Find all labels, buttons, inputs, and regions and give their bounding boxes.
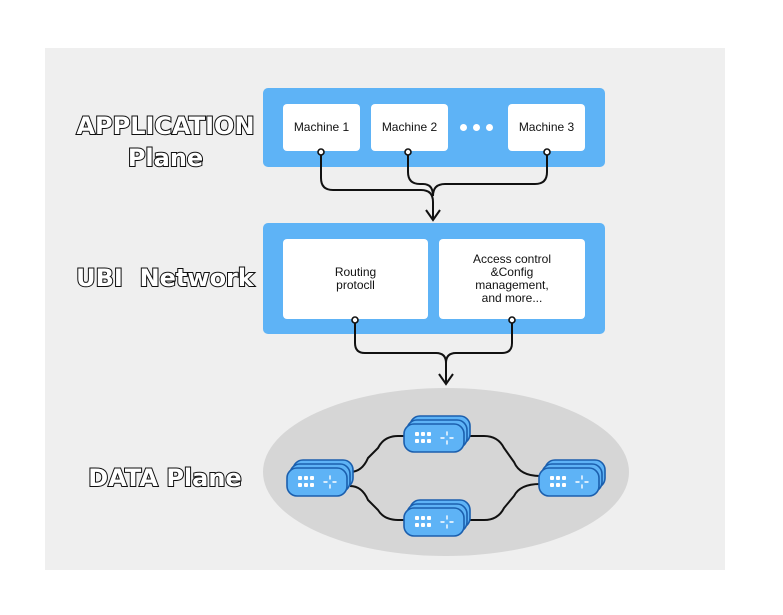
machine-3-card[interactable]: Machine 3 bbox=[508, 104, 585, 151]
machine-3-label: Machine 3 bbox=[518, 120, 575, 134]
access-control-label: Access control &Config management, and m… bbox=[472, 252, 552, 305]
app-to-network-wires bbox=[320, 152, 548, 222]
network-to-data-wires bbox=[354, 320, 513, 386]
application-plane-label-line1: APPLICATION bbox=[75, 111, 255, 141]
data-node-top[interactable] bbox=[403, 415, 471, 453]
application-plane-label: APPLICATION Plane bbox=[58, 110, 273, 174]
machine-1-card[interactable]: Machine 1 bbox=[283, 104, 360, 151]
machine-2-card[interactable]: Machine 2 bbox=[371, 104, 448, 151]
data-plane-ellipse bbox=[263, 388, 629, 556]
app-connection-ports bbox=[317, 148, 551, 156]
data-node-bottom[interactable] bbox=[403, 499, 471, 537]
network-connection-ports bbox=[351, 316, 516, 324]
ubi-network-label: UBI Network bbox=[75, 263, 255, 293]
data-plane-label: DATA Plane bbox=[87, 463, 242, 493]
machine-1-label: Machine 1 bbox=[293, 120, 350, 134]
data-node-left[interactable] bbox=[286, 459, 354, 497]
data-plane-links bbox=[349, 435, 541, 521]
routing-protocol-label: Routing protocll bbox=[334, 265, 377, 292]
routing-protocol-card[interactable]: Routing protocll bbox=[283, 239, 428, 319]
ellipsis-dots bbox=[460, 124, 493, 131]
application-plane-label-line2: Plane bbox=[127, 143, 204, 173]
machine-2-label: Machine 2 bbox=[381, 120, 438, 134]
access-control-card[interactable]: Access control &Config management, and m… bbox=[439, 239, 585, 319]
data-node-right[interactable] bbox=[538, 459, 606, 497]
